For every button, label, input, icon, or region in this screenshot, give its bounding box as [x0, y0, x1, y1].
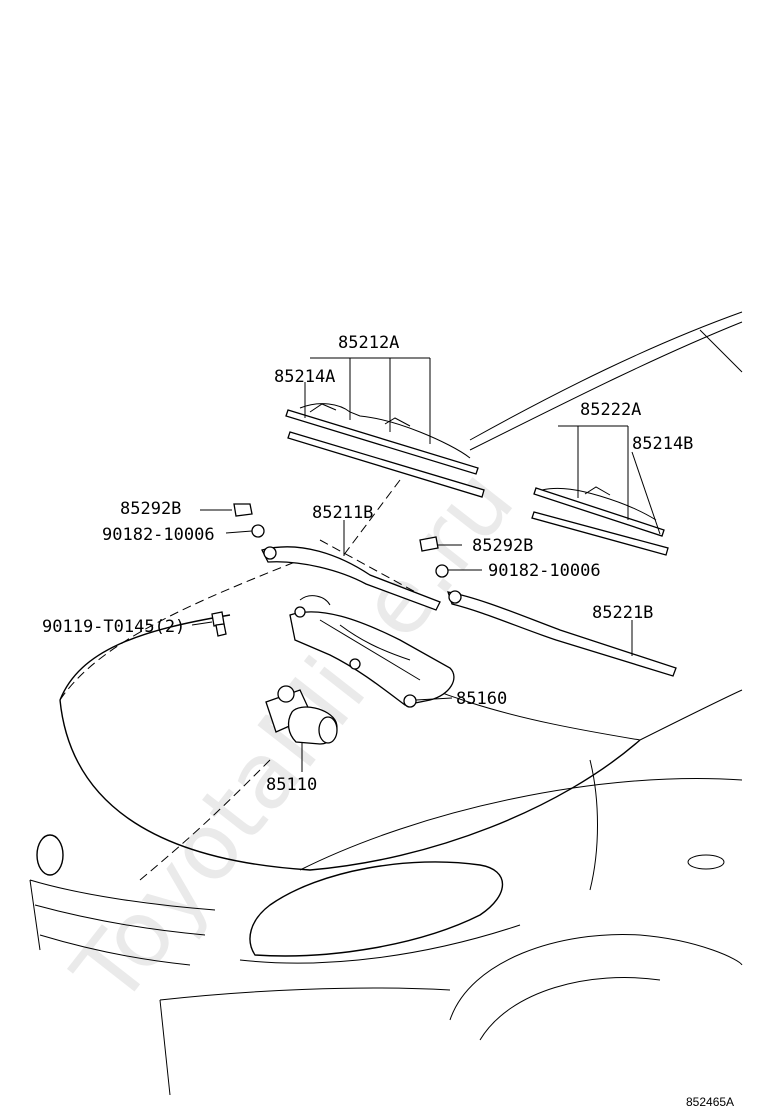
- reference-code: 852465A: [686, 1095, 734, 1109]
- wiper-blade-rear: [531, 486, 669, 556]
- label-85214B: 85214B: [632, 434, 693, 454]
- label-90182-left: 90182-10006: [102, 525, 215, 545]
- label-85214A: 85214A: [274, 367, 335, 387]
- wiper-motor: [265, 685, 338, 745]
- label-85221B: 85221B: [592, 603, 653, 623]
- wiper-link-assembly: [289, 595, 455, 708]
- cap-left-part: [233, 503, 265, 538]
- label-85110: 85110: [266, 775, 317, 795]
- leader-lines: [191, 357, 661, 772]
- wiper-arm-right: [447, 590, 677, 677]
- label-85211B: 85211B: [312, 503, 373, 523]
- label-90119: 90119-T0145(2): [42, 617, 185, 637]
- wiper-arm-left: [261, 546, 441, 611]
- part-labels: 85212A 85214A 85222A 85214B 85292B 90182…: [42, 333, 693, 795]
- label-85292B-right: 85292B: [472, 536, 533, 556]
- bolt-part: [211, 611, 227, 637]
- car-body-outline: [29, 311, 743, 1096]
- label-85292B-left: 85292B: [120, 499, 181, 519]
- label-85212A: 85212A: [338, 333, 399, 353]
- wiper-blade-front: [285, 403, 485, 498]
- label-90182-right: 90182-10006: [488, 561, 601, 581]
- cap-right-part: [419, 536, 449, 578]
- label-85222A: 85222A: [580, 400, 641, 420]
- label-85160: 85160: [456, 689, 507, 709]
